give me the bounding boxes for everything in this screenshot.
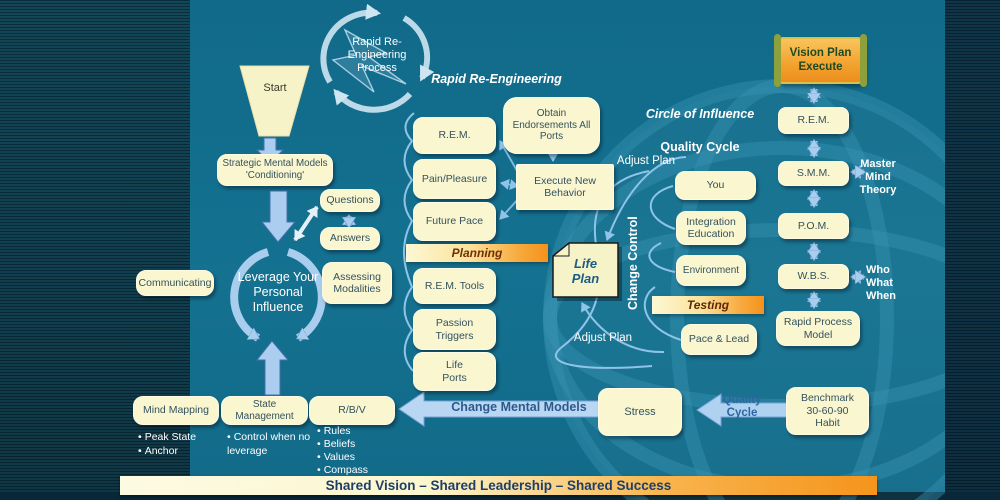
who-what-when-text: Who What When xyxy=(866,264,896,303)
block-arrows xyxy=(255,137,788,427)
assessing-modalities-box: Assessing Modalities xyxy=(322,262,392,304)
execute-new-behavior-text: Execute New Behavior xyxy=(534,174,596,199)
obtain-endorsements-text: Obtain Endorsements All Ports xyxy=(512,107,591,143)
master-mind-theory-text: Master Mind Theory xyxy=(859,158,897,197)
passion-triggers-box: Passion Triggers xyxy=(413,309,496,350)
quality-cycle-heading: Quality Cycle xyxy=(660,140,740,154)
mind-mapping-notes: Peak State Anchor xyxy=(138,430,218,458)
change-mental-models-label: Change Mental Models xyxy=(451,400,587,414)
future-pace-box: Future Pace xyxy=(413,202,496,241)
start-label: Start xyxy=(263,82,287,94)
questions-box: Questions xyxy=(320,189,380,212)
integration-education-box: Integration Education xyxy=(676,211,746,245)
note-values: Values xyxy=(317,451,387,464)
pom-box: P.O.M. xyxy=(778,213,849,239)
life-ports-text: Life Ports xyxy=(442,359,467,384)
rem-box: R.E.M. xyxy=(413,117,496,154)
adjust-plan-top-label: Adjust Plan xyxy=(616,155,676,167)
circle-of-influence-label: Circle of Influence xyxy=(645,107,755,121)
planning-banner: Planning xyxy=(406,244,548,262)
note-peak-state: Peak State xyxy=(138,430,218,444)
vision-plan-execute-scroll: Vision Plan Execute xyxy=(774,34,867,87)
obtain-endorsements-box: Obtain Endorsements All Ports xyxy=(503,97,600,154)
benchmark-box: Benchmark 30-60-90 Habit xyxy=(786,387,869,435)
passion-triggers-text: Passion Triggers xyxy=(435,317,474,342)
note-anchor: Anchor xyxy=(138,444,218,458)
stress-box: Stress xyxy=(598,388,682,436)
footer-banner: Shared Vision – Shared Leadership – Shar… xyxy=(120,476,877,495)
benchmark-text: Benchmark 30-60-90 Habit xyxy=(800,392,855,430)
testing-banner: Testing xyxy=(652,296,764,314)
smm-box: S.M.M. xyxy=(778,161,849,186)
life-ports-box: Life Ports xyxy=(413,352,496,391)
environment-box: Environment xyxy=(676,255,746,286)
adjust-plan-bottom-label: Adjust Plan xyxy=(573,332,633,344)
start-funnel-shape xyxy=(239,65,310,137)
vision-plan-execute-text: Vision Plan Execute xyxy=(789,46,852,73)
leverage-influence-label: Leverage Your Personal Influence xyxy=(222,270,334,315)
state-management-notes: Control when no leverage xyxy=(227,430,315,458)
answers-box: Answers xyxy=(320,227,380,250)
pace-lead-box: Pace & Lead xyxy=(681,324,757,355)
lightning-bolt-icon xyxy=(331,28,407,93)
pain-pleasure-box: Pain/Pleasure xyxy=(413,159,496,199)
change-control-label: Change Control xyxy=(626,216,640,310)
strategic-models-box: Strategic Mental Models 'Conditioning' xyxy=(217,154,333,186)
note-beliefs: Beliefs xyxy=(317,438,387,451)
note-rules: Rules xyxy=(317,425,387,438)
rem-tools-box: R.E.M. Tools xyxy=(413,268,496,304)
wbs-box: W.B.S. xyxy=(778,264,849,289)
note-control: Control when no leverage xyxy=(227,430,315,458)
state-management-text: State Management xyxy=(235,398,294,422)
leverage-influence-text: Leverage Your Personal Influence xyxy=(237,270,319,314)
execute-new-behavior-box: Execute New Behavior xyxy=(516,164,614,210)
life-plan-text: Life Plan xyxy=(571,256,600,286)
note-compass: Compass xyxy=(317,464,387,477)
arrow-state-to-cycle xyxy=(255,340,290,396)
double-arrows xyxy=(293,89,864,307)
quality-cycle-arrow-label: Quality Cycle xyxy=(710,394,774,420)
reengineering-caption: Rapid Re-Engineering xyxy=(431,72,562,86)
life-plan-shape xyxy=(552,242,622,301)
reengineering-cycle-label: Rapid Re-Engineering Process xyxy=(347,36,407,75)
who-what-when-label: Who What When xyxy=(866,264,912,304)
master-mind-theory-label: Master Mind Theory xyxy=(852,158,904,198)
rem2-box: R.E.M. xyxy=(778,107,849,134)
bottom-edge-band xyxy=(0,492,1000,500)
mind-mapping-box: Mind Mapping xyxy=(133,396,219,425)
you-box: You xyxy=(675,171,756,200)
rapid-process-model-text: Rapid Process Model xyxy=(783,316,853,341)
communicating-box: Communicating xyxy=(136,270,214,296)
rapid-process-model-box: Rapid Process Model xyxy=(776,311,860,346)
reengineering-cycle-arrows xyxy=(320,3,435,113)
quality-cycle-arrow-text: Quality Cycle xyxy=(722,394,762,420)
arrow-strategic-to-cycle xyxy=(260,190,297,243)
life-plan-label: Life Plan xyxy=(558,252,613,292)
state-management-box: State Management xyxy=(221,396,308,425)
rbv-notes: Rules Beliefs Values Compass xyxy=(317,425,387,478)
rbv-box: R/B/V xyxy=(309,396,395,425)
leverage-cycle-arrows xyxy=(230,248,326,342)
right-edge-band xyxy=(945,0,1000,500)
